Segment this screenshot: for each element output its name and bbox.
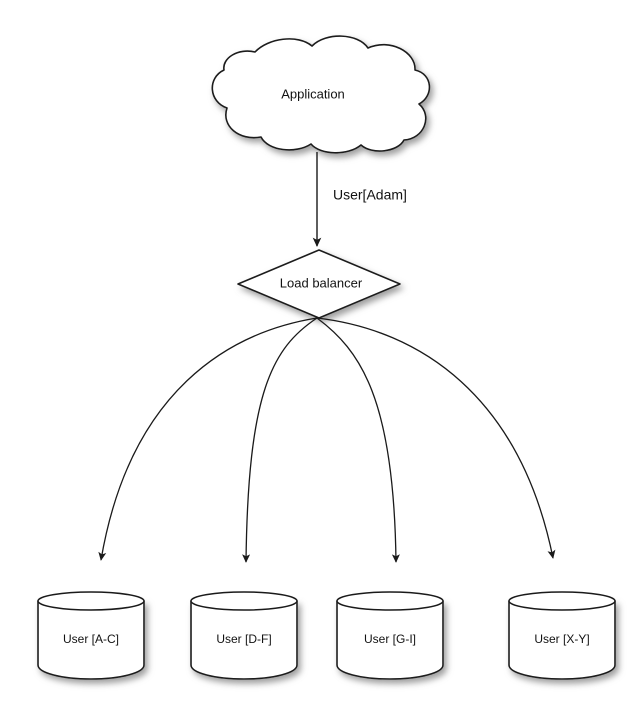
cylinder-body-1 bbox=[190, 600, 298, 680]
node-database-user-g-i[interactable]: User [G-I] bbox=[336, 591, 444, 680]
curve-to-user-a-c bbox=[98, 317, 318, 561]
database-label-2: User [G-I] bbox=[364, 632, 416, 646]
curve-to-user-g-i bbox=[316, 317, 400, 563]
edge-lb-to-db-2 bbox=[316, 317, 400, 563]
cylinder-body-0 bbox=[37, 600, 145, 680]
cylinder-top-0 bbox=[37, 591, 145, 611]
cylinder-body-2 bbox=[336, 600, 444, 680]
cylinder-top-3 bbox=[508, 591, 616, 611]
curve-to-user-x-y bbox=[316, 317, 556, 559]
node-database-user-a-c[interactable]: User [A-C] bbox=[37, 591, 145, 680]
node-application[interactable]: Application bbox=[211, 35, 431, 154]
cylinder-body-3 bbox=[508, 600, 616, 680]
edge-lb-to-db-3 bbox=[316, 317, 556, 559]
cloud-shape bbox=[211, 35, 431, 154]
edge-application-to-load-balancer: User[Adam] bbox=[312, 152, 407, 247]
database-label-0: User [A-C] bbox=[63, 632, 119, 646]
node-database-user-x-y[interactable]: User [X-Y] bbox=[508, 591, 616, 680]
database-label-3: User [X-Y] bbox=[534, 632, 589, 646]
cylinder-top-2 bbox=[336, 591, 444, 611]
cloud-label: Application bbox=[281, 86, 345, 101]
edge-label-user-adam: User[Adam] bbox=[333, 187, 407, 203]
load-balancer-label: Load balancer bbox=[280, 275, 363, 290]
database-label-1: User [D-F] bbox=[216, 632, 271, 646]
edge-lb-to-db-0 bbox=[98, 317, 318, 561]
curve-to-user-d-f bbox=[242, 317, 318, 563]
node-load-balancer[interactable]: Load balancer bbox=[237, 249, 401, 319]
node-database-user-d-f[interactable]: User [D-F] bbox=[190, 591, 298, 680]
cylinder-top-1 bbox=[190, 591, 298, 611]
edge-lb-to-db-1 bbox=[242, 317, 318, 563]
